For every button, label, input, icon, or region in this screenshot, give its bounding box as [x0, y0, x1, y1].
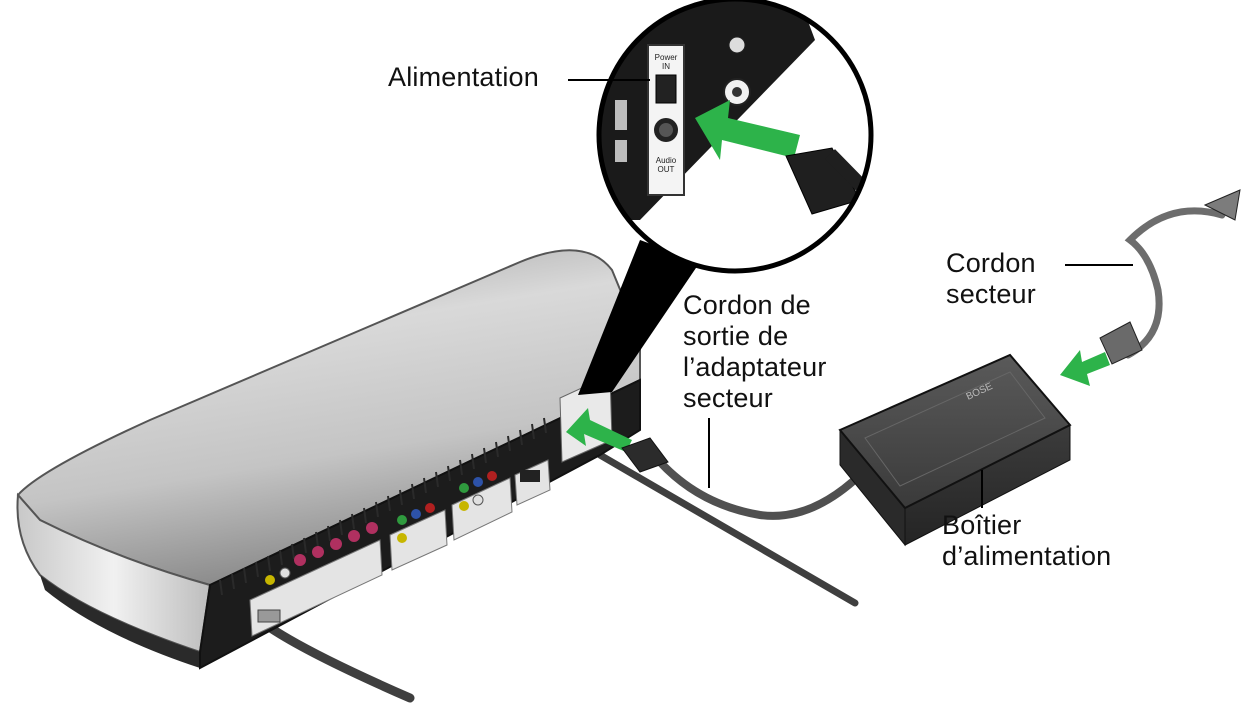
zoom-callout-lines — [578, 240, 700, 395]
adapter-output-cord — [656, 458, 864, 520]
connect-arrow-console — [566, 408, 632, 452]
connector-panel — [249, 459, 551, 637]
mains-power-cord — [1124, 207, 1226, 359]
label-power-cord: Cordon secteur — [946, 248, 1036, 309]
power-cable-rear — [596, 451, 859, 607]
mains-cord-plug — [1099, 189, 1241, 365]
label-adapter-output-cord: Cordon de sortie de l’adaptateur secteur — [683, 290, 827, 413]
vent-slots — [219, 417, 547, 596]
adapter-plug-console — [621, 437, 669, 473]
power-cable-front — [257, 617, 415, 703]
console-unit — [16, 249, 641, 670]
label-power-supply-box: Boîtier d’alimentation — [942, 510, 1112, 571]
power-supply-box: BOSE — [838, 353, 1072, 547]
label-power-port: Alimentation — [388, 62, 539, 92]
connect-arrow-adapter — [1060, 350, 1110, 386]
